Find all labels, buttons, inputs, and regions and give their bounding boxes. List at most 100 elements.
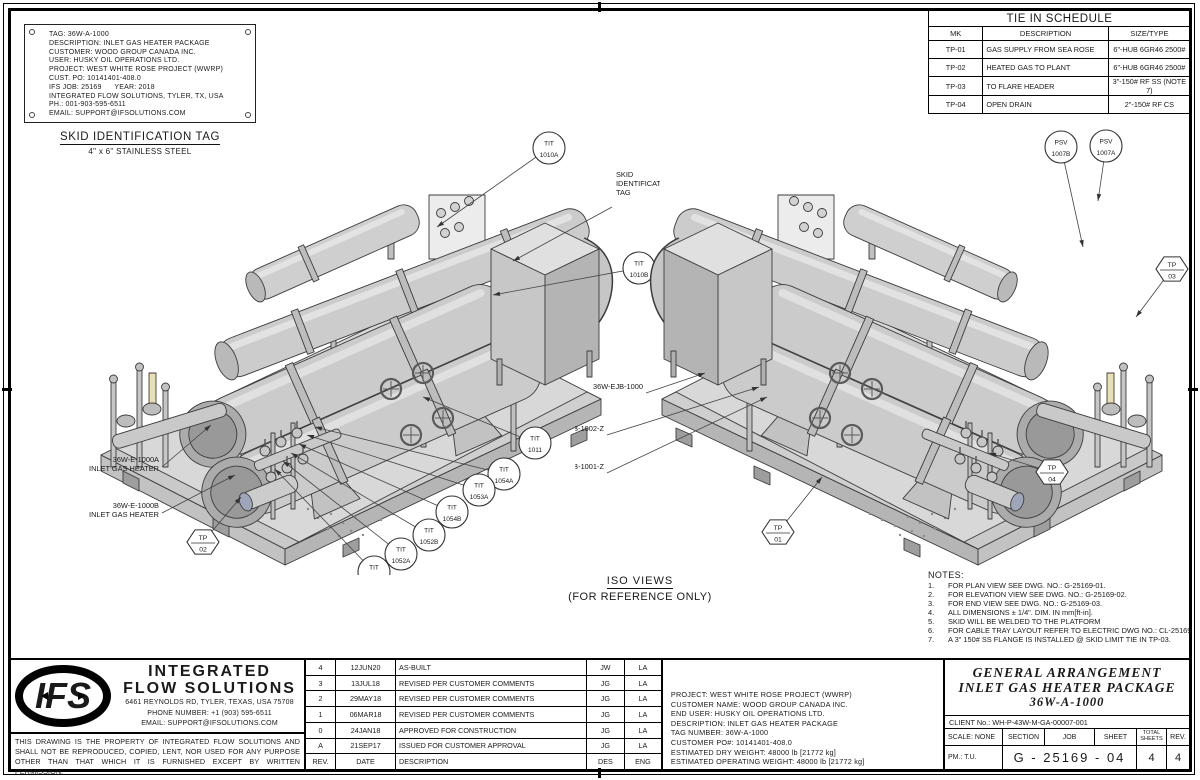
instrument-tag-number: 1007B: [1052, 151, 1071, 158]
note-number: 2.: [928, 590, 935, 599]
leader-arrowhead: [513, 255, 521, 261]
leader-arrowhead: [697, 373, 705, 378]
tie-in-cell: TP-03: [927, 76, 984, 96]
title-strip: IFS INTEGRATED FLOW SOLUTIONS 6461 REYNO…: [11, 658, 1189, 776]
tie-in-cell: HEATED GAS TO PLANT: [982, 58, 1109, 77]
project-info-block: PROJECT: WEST WHITE ROSE PROJECT (WWRP)C…: [663, 660, 945, 769]
instrument-bubble: [384, 537, 418, 571]
note-item: 5.SKID WILL BE WELDED TO THE PLATFORM: [928, 617, 1194, 626]
tie-in-cell: GAS SUPPLY FROM SEA ROSE: [982, 40, 1109, 59]
note-number: 4.: [928, 608, 935, 617]
revision-cell: 12JUN20: [336, 660, 397, 675]
fold-tick-top: [598, 2, 601, 12]
revision-cell: LA: [638, 678, 648, 688]
pm-label: PM.: T.U.: [945, 746, 1003, 769]
tie-point-hex: [186, 529, 220, 555]
instrument-bubble: [412, 518, 446, 552]
client-number: CLIENT No.: WH-P-43W-M-GA-00007-001: [945, 716, 1189, 729]
iso-view-left-drawing: TIT1010ASKIDIDENTIFICATIONTAGTIT1010BTIT…: [89, 131, 660, 575]
note-text: A 3" 150# SS FLANGE IS INSTALLED @ SKID …: [948, 635, 1171, 644]
leader-line: [306, 434, 480, 491]
company-email: EMAIL: SUPPORT@IFSOLUTIONS.COM: [141, 720, 278, 728]
revision-cell: ENG: [635, 757, 651, 767]
company-address: 6461 REYNOLDS RD, TYLER, TEXAS, USA 7570…: [125, 699, 294, 707]
leader-arrowhead: [307, 435, 315, 440]
note-number: 1.: [928, 581, 935, 590]
revision-cell: 13JUL18: [336, 675, 397, 691]
revision-cell: AS-BUILT: [396, 660, 587, 675]
leader-arrowhead: [437, 221, 444, 227]
note-number: 6.: [928, 626, 935, 635]
instrument-tag-function: PSV: [1099, 139, 1113, 146]
tie-point-prefix: TP: [1048, 465, 1057, 472]
revision-cell: JG: [587, 707, 625, 722]
leader-arrowhead: [315, 426, 323, 431]
revision-cell: JW: [587, 660, 625, 675]
leader-arrowhead: [1079, 239, 1084, 247]
instrument-tag-function: TIT: [544, 141, 554, 148]
drawing-title-line2: INLET GAS HEATER PACKAGE: [958, 680, 1176, 695]
tie-point-number: 03: [1168, 274, 1176, 281]
leader-arrowhead: [493, 291, 501, 296]
skid-tag-line: INTEGRATED FLOW SOLUTIONS, TYLER, TX, US…: [49, 92, 224, 100]
instrument-tag-number: 1010B: [630, 272, 649, 279]
note-text: FOR ELEVATION VIEW SEE DWG. NO.: G-25169…: [948, 590, 1127, 599]
note-text: FOR END VIEW SEE DWG. NO.: G-25169-03.: [948, 599, 1103, 608]
instrument-bubble: [1044, 130, 1078, 164]
revision-cell: 2: [306, 691, 337, 707]
tag-bolt-hole: [245, 29, 251, 35]
tie-in-cell: OPEN DRAIN: [982, 95, 1109, 114]
leader-arrowhead: [1096, 193, 1102, 201]
leader-line: [290, 452, 430, 536]
tie-in-cell: 2"-150# RF CS: [1107, 95, 1192, 114]
scale-label: SCALE: NONE: [945, 729, 1003, 745]
note-item: 2. FOR ELEVATION VIEW SEE DWG. NO.: G-251…: [928, 590, 1194, 599]
total-sheets-header: TOTAL SHEETS: [1137, 729, 1167, 745]
note-item: 7.A 3" 150# SS FLANGE IS INSTALLED @ SKI…: [928, 635, 1194, 644]
tie-point-prefix: TP: [774, 525, 783, 532]
tie-point-prefix: TP: [1168, 262, 1177, 269]
tag-bolt-hole: [29, 29, 35, 35]
iso-view-left: TIT1010ASKIDIDENTIFICATIONTAGTIT1010BTIT…: [85, 125, 660, 575]
revision-cell: ISSUED FOR CUSTOMER APPROVAL: [396, 738, 587, 754]
tie-in-cell: TP-04: [927, 95, 984, 114]
tie-in-cell: 6"-HUB 6GR46 2500#: [1107, 58, 1192, 77]
instrument-tag-number: 1053A: [470, 494, 489, 501]
project-info-line: CUSTOMER PO#: 10141401-408.0: [670, 737, 792, 747]
leader-line: [298, 443, 453, 513]
revision-cell: JG: [587, 722, 625, 738]
leader-line: [161, 474, 236, 514]
instrument-bubble: [1089, 129, 1123, 163]
revision-cell: 24JAN18: [336, 722, 397, 738]
note-text: SKID WILL BE WELDED TO THE PLATFORM: [948, 617, 1101, 626]
instrument-bubble: [462, 473, 496, 507]
instrument-tag-function: TIT: [447, 505, 457, 512]
tie-in-cell: TO FLARE HEADER: [982, 76, 1109, 96]
tie-in-title: TIE IN SCHEDULE: [928, 10, 1191, 27]
tag-bolt-hole: [29, 112, 35, 118]
note-text: ALL DIMENSIONS ± 1/4". DIM. IN mm[ft-in]…: [948, 608, 1093, 617]
tie-col-size: SIZE/TYPE: [1107, 26, 1192, 41]
tie-col-description: DESCRIPTION: [982, 26, 1109, 41]
tie-point-number: 02: [199, 547, 207, 554]
leader-arrowhead: [299, 444, 307, 449]
tie-point-hex: [761, 519, 795, 545]
skid-tag-line: PROJECT: WEST WHITE ROSE PROJECT (WWRP): [49, 66, 223, 74]
skid-tag-title: SKID IDENTIFICATION TAG: [59, 131, 221, 145]
revision-cell: JG: [587, 675, 625, 691]
note-number: 3.: [928, 599, 935, 608]
revision-cell: LA: [638, 725, 648, 735]
leader-line: [606, 386, 760, 436]
company-block: IFS INTEGRATED FLOW SOLUTIONS 6461 REYNO…: [11, 660, 307, 776]
instrument-bubble: [435, 495, 469, 529]
skid-tag-line: IFS JOB: 25169 YEAR: 2018: [49, 83, 155, 91]
instrument-tag-function: TIT: [530, 436, 540, 443]
instrument-tag-function: TIT: [396, 547, 406, 554]
